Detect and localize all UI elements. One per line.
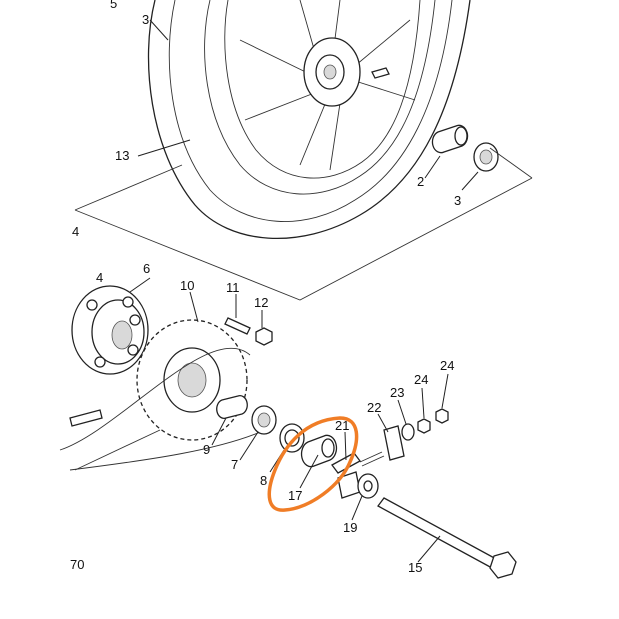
label-hub-3: 3 xyxy=(454,193,461,208)
spacer-17-part xyxy=(300,434,338,468)
label-top-3: 3 xyxy=(142,12,149,27)
label-nut-12: 12 xyxy=(254,295,268,310)
label-side-4b: 4 xyxy=(96,270,103,285)
axle-washer xyxy=(357,473,379,499)
label-axle-15: 15 xyxy=(408,560,422,575)
label-sprocket-10: 10 xyxy=(180,278,194,293)
axle xyxy=(377,497,517,579)
label-bolt-11: 11 xyxy=(226,280,240,295)
sprocket xyxy=(136,319,248,441)
label-washer-19: 19 xyxy=(343,520,357,535)
sprocket-bolt-and-nut xyxy=(224,317,273,346)
highlight-ring xyxy=(267,416,359,512)
label-side-4a: 4 xyxy=(72,224,79,239)
label-damper-6: 6 xyxy=(143,261,150,276)
label-spacer-17: 17 xyxy=(288,488,302,503)
label-plate-22: 22 xyxy=(367,400,381,415)
label-washer-23: 23 xyxy=(390,385,404,400)
hub-collar-and-bearing xyxy=(431,124,533,179)
adjuster-plate-washer-nuts xyxy=(383,408,449,461)
label-adjuster-21: 21 xyxy=(335,418,349,433)
axle-collar-bearing-seal xyxy=(216,394,305,453)
label-bearing-7: 7 xyxy=(231,457,238,472)
damper-hub xyxy=(71,285,149,375)
label-top-5: 5 xyxy=(110,0,117,11)
part-labels: 5 3 13 2 3 4 4 6 10 11 12 9 7 8 17 21 22… xyxy=(70,0,461,575)
label-nut-24b: 24 xyxy=(440,358,454,373)
label-nut-24a: 24 xyxy=(414,372,428,387)
label-hub-2: 2 xyxy=(417,174,424,189)
label-collar-9: 9 xyxy=(203,442,210,457)
label-wheel-13: 13 xyxy=(115,148,129,163)
label-corner-70: 70 xyxy=(70,557,84,572)
leader-lines xyxy=(129,19,479,563)
label-seal-8: 8 xyxy=(260,473,267,488)
rear-wheel xyxy=(147,0,471,240)
drive-chain xyxy=(59,347,266,471)
assembly-frame xyxy=(74,164,533,471)
